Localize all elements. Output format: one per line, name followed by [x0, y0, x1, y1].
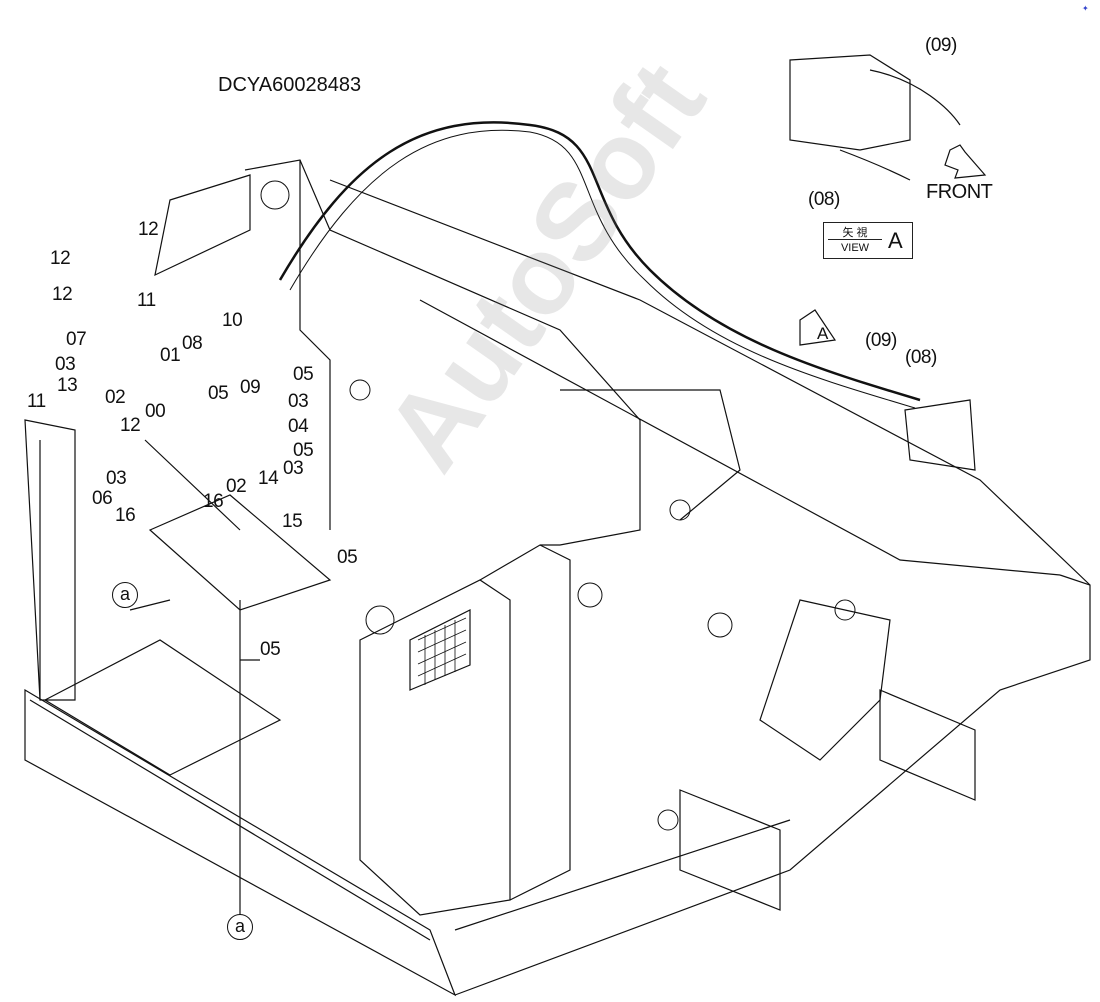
inset-callout[interactable]: (08) [808, 189, 840, 210]
callout[interactable]: 14 [258, 468, 279, 489]
callout[interactable]: 05 [293, 440, 314, 461]
callout[interactable]: 02 [226, 476, 247, 497]
corner-mark: ✦ [1082, 4, 1089, 13]
callout[interactable]: 12 [138, 219, 159, 240]
callout[interactable]: 04 [288, 416, 309, 437]
reference-mark[interactable]: a [112, 582, 138, 608]
callout[interactable]: 03 [288, 391, 309, 412]
view-marker[interactable]: A [817, 324, 828, 343]
callout[interactable]: 16 [203, 491, 224, 512]
callout[interactable]: 05 [208, 383, 229, 404]
callout[interactable]: 13 [57, 375, 78, 396]
reference-mark[interactable]: a [227, 914, 253, 940]
callout[interactable]: 02 [105, 387, 126, 408]
callout[interactable]: 10 [222, 310, 243, 331]
callout[interactable]: 05 [337, 547, 358, 568]
callout[interactable]: 12 [120, 415, 141, 436]
callout[interactable]: 12 [52, 284, 73, 305]
callout[interactable]: 09 [240, 377, 261, 398]
callout[interactable]: 03 [283, 458, 304, 479]
callout[interactable]: 12 [50, 248, 71, 269]
callout[interactable]: 06 [92, 488, 113, 509]
view-label-en: VIEW [840, 242, 870, 254]
callout[interactable]: 08 [182, 333, 203, 354]
diagram-id: DCYA60028483 [218, 74, 362, 96]
callout[interactable]: 03 [106, 468, 127, 489]
callout[interactable]: 05 [260, 639, 281, 660]
callout[interactable]: 11 [27, 391, 46, 412]
callout[interactable]: 05 [293, 364, 314, 385]
callout[interactable]: 11 [137, 290, 156, 311]
view-label-jp: 矢 視 [828, 224, 882, 240]
callout[interactable]: (08) [905, 347, 937, 368]
callout[interactable]: 03 [55, 354, 76, 375]
callout[interactable]: 15 [282, 511, 303, 532]
callout[interactable]: (09) [865, 330, 897, 351]
front-direction-label: FRONT [926, 181, 993, 203]
view-letter: A [888, 228, 903, 253]
view-label-box: 矢 視 VIEW A [823, 222, 913, 259]
callout[interactable]: 07 [66, 329, 87, 350]
inset-callout[interactable]: (09) [925, 35, 957, 56]
callout[interactable]: 16 [115, 505, 136, 526]
callout[interactable]: 01 [160, 345, 181, 366]
callout[interactable]: 00 [145, 401, 166, 422]
